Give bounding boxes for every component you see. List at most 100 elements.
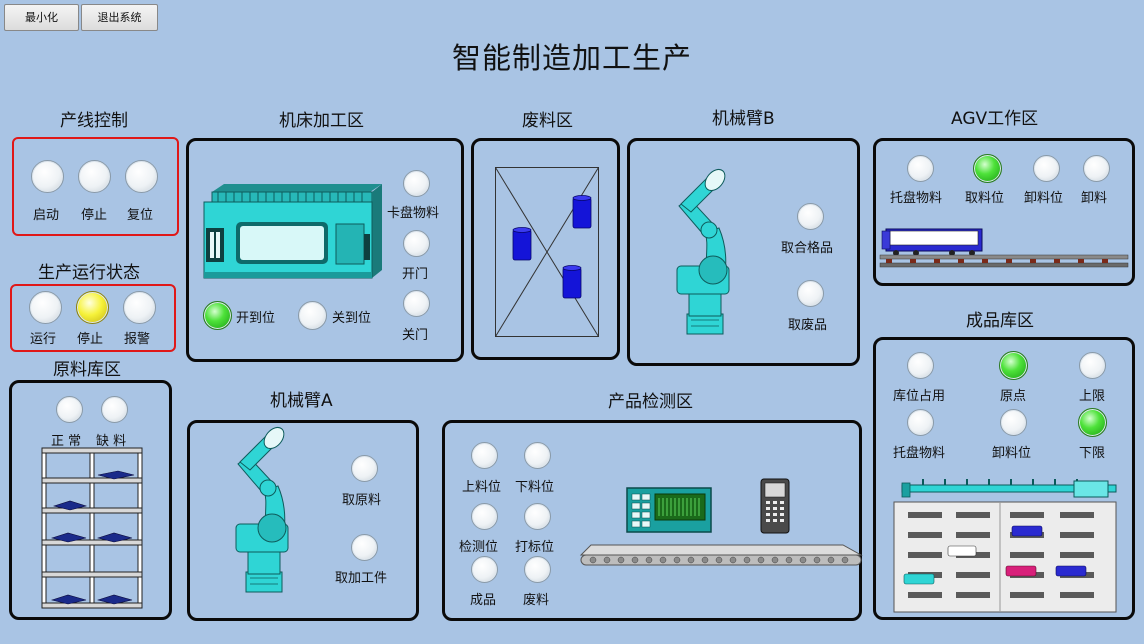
shortage-lamp	[101, 396, 128, 423]
scrap-lamp	[524, 556, 551, 583]
opened-position-lamp	[203, 301, 232, 330]
running-label: 运行	[30, 332, 57, 347]
raw-material-shelf	[41, 447, 143, 609]
inspection-control-panel-icon	[626, 487, 712, 533]
agv-unload-label: 卸料	[1081, 191, 1108, 206]
take-waste-label: 取废品	[788, 318, 828, 333]
raw-store-panel: 正 常 缺 料	[9, 380, 172, 620]
origin-lamp	[999, 351, 1028, 380]
conveyor-belt-icon	[579, 544, 863, 566]
store-pallet-lamp	[907, 409, 934, 436]
origin-label: 原点	[1000, 389, 1027, 404]
inspection-title: 产品检测区	[608, 392, 693, 412]
run-status-panel: 运行 停止 报警	[10, 284, 176, 352]
unloading-pos-label: 下料位	[515, 480, 555, 495]
reset-button[interactable]	[125, 160, 158, 193]
agv-unload-pos-label: 卸料位	[1024, 191, 1064, 206]
normal-lamp	[56, 396, 83, 423]
arm-b-title: 机械臂B	[712, 109, 775, 129]
close-door-lamp	[403, 290, 430, 317]
closed-position-label: 关到位	[332, 311, 372, 326]
cnc-machine-icon	[203, 184, 382, 279]
take-workpiece-label: 取加工件	[335, 571, 388, 586]
stop-button[interactable]	[78, 160, 111, 193]
waste-bin-icon	[495, 167, 599, 337]
lower-limit-lamp	[1078, 408, 1107, 437]
close-door-label: 关门	[402, 328, 429, 343]
loading-pos-label: 上料位	[462, 480, 502, 495]
waste-panel	[471, 138, 620, 360]
take-workpiece-lamp	[351, 534, 378, 561]
upper-limit-label: 上限	[1079, 389, 1106, 404]
opened-position-label: 开到位	[236, 311, 276, 326]
start-label: 启动	[33, 208, 60, 223]
scrap-label: 废料	[523, 593, 550, 608]
finished-lamp	[471, 556, 498, 583]
take-raw-lamp	[351, 455, 378, 482]
stop-label: 停止	[81, 208, 108, 223]
agv-pickup-label: 取料位	[965, 191, 1005, 206]
chuck-material-label: 卡盘物料	[387, 206, 440, 221]
slot-occupied-label: 库位占用	[893, 389, 946, 404]
upper-limit-lamp	[1079, 352, 1106, 379]
open-door-label: 开门	[402, 267, 429, 282]
finished-label: 成品	[470, 593, 497, 608]
agv-title: AGV工作区	[951, 109, 1039, 129]
stopped-label: 停止	[77, 332, 104, 347]
chuck-material-lamp	[403, 170, 430, 197]
waste-title: 废料区	[522, 111, 573, 131]
store-pallet-label: 托盘物料	[893, 446, 946, 461]
finished-store-panel: 库位占用 原点 上限 托盘物料 卸料位 下限	[873, 337, 1135, 620]
take-qualified-label: 取合格品	[781, 241, 834, 256]
page-title: 智能制造加工生产	[451, 41, 692, 75]
running-lamp	[29, 291, 62, 324]
inspection-panel: 上料位 下料位 检测位 打标位 成品 废料	[442, 420, 863, 621]
reset-label: 复位	[127, 208, 154, 223]
finished-goods-rack-icon	[893, 501, 1117, 613]
stacker-rail-icon	[901, 479, 1117, 498]
inspect-pos-label: 检测位	[459, 540, 499, 555]
unloading-pos-lamp	[524, 442, 551, 469]
arm-a-title: 机械臂A	[270, 391, 333, 411]
take-qualified-lamp	[797, 203, 824, 230]
arm-a-panel: 取原料 取加工件	[187, 420, 419, 621]
inspect-pos-lamp	[471, 503, 498, 530]
marking-pos-lamp	[524, 503, 551, 530]
finished-store-title: 成品库区	[966, 311, 1034, 331]
normal-label: 正 常	[51, 434, 82, 449]
store-unload-pos-label: 卸料位	[992, 446, 1032, 461]
open-door-lamp	[403, 230, 430, 257]
alarm-lamp	[123, 291, 156, 324]
exit-system-button[interactable]: 退出系统	[81, 4, 158, 31]
arm-b-panel: 取合格品 取废品	[627, 138, 860, 366]
loading-pos-lamp	[471, 442, 498, 469]
agv-unload-lamp	[1083, 155, 1110, 182]
agv-panel: 托盘物料 取料位 卸料位 卸料	[873, 138, 1135, 286]
machine-tool-title: 机床加工区	[279, 111, 364, 131]
robot-arm-a-icon	[235, 426, 289, 593]
handheld-scanner-icon	[760, 478, 790, 534]
closed-position-lamp	[298, 301, 327, 330]
agv-pallet-label: 托盘物料	[890, 191, 943, 206]
take-waste-lamp	[797, 280, 824, 307]
run-status-title: 生产运行状态	[38, 263, 140, 283]
store-unload-pos-lamp	[1000, 409, 1027, 436]
line-control-panel: 启动 停止 复位	[12, 137, 179, 236]
lower-limit-label: 下限	[1079, 446, 1106, 461]
stopped-lamp	[76, 291, 109, 324]
agv-cart-track-icon	[879, 228, 1129, 268]
agv-pickup-lamp	[973, 154, 1002, 183]
agv-pallet-lamp	[907, 155, 934, 182]
robot-arm-b-icon	[676, 168, 730, 335]
take-raw-label: 取原料	[342, 493, 382, 508]
alarm-label: 报警	[124, 332, 151, 347]
raw-store-title: 原料库区	[53, 360, 121, 380]
slot-occupied-lamp	[907, 352, 934, 379]
minimize-button[interactable]: 最小化	[4, 4, 79, 31]
machine-tool-panel: 卡盘物料 开门 关门 开到位 关到位	[186, 138, 464, 362]
agv-unload-pos-lamp	[1033, 155, 1060, 182]
start-button[interactable]	[31, 160, 64, 193]
marking-pos-label: 打标位	[515, 540, 555, 555]
line-control-title: 产线控制	[60, 111, 128, 131]
shortage-label: 缺 料	[96, 434, 127, 449]
